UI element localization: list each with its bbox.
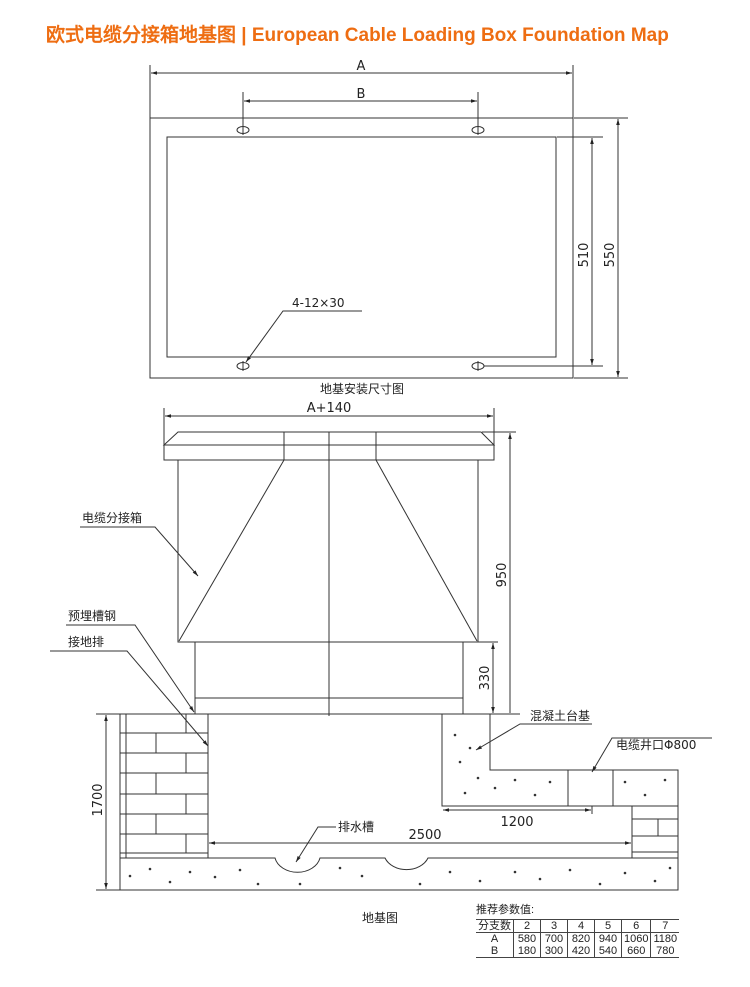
params-table-title: 推荐参数值: <box>476 904 535 916</box>
dim-510-label: 510 <box>577 243 592 268</box>
table-cell: 420 <box>567 945 595 958</box>
table-header-cell: 4 <box>567 919 595 933</box>
table-cell: A <box>490 933 499 945</box>
table-header-cell: 2 <box>513 919 541 933</box>
concrete-aggregate <box>128 733 672 886</box>
label-drain: 排水槽 <box>338 820 374 834</box>
plan-caption: 地基安装尺寸图 <box>320 381 404 396</box>
table-cell: 660 <box>620 945 651 958</box>
plan-view: A B 4-12×30 510 550 地基安装尺寸图 <box>149 59 628 396</box>
table-header-cell: 7 <box>650 919 680 933</box>
ground-slab <box>119 857 679 891</box>
table-cell: 1180 <box>650 932 680 945</box>
label-ground-bar: 接地排 <box>68 634 104 649</box>
table-cell: 700 <box>540 932 568 945</box>
label-concrete-base: 混凝土台基 <box>530 708 590 723</box>
table-header-row: 分支数 2 3 4 5 6 7 <box>476 919 680 933</box>
table-cell: 540 <box>594 945 622 958</box>
table-cell: B <box>476 945 514 958</box>
dim-b-label: B <box>357 87 366 102</box>
brick-wall-right <box>631 805 679 859</box>
mounting-holes <box>236 125 485 371</box>
dim-550-label: 550 <box>603 243 618 268</box>
table-header-cell: 分支数 <box>476 919 514 933</box>
table-cell: 300 <box>540 945 568 958</box>
label-cable-box: 电缆分接箱 <box>82 510 142 525</box>
params-table: 推荐参数值: 分支数 2 3 4 5 6 7 A 580 700 820 940… <box>476 901 680 958</box>
table-cell: 940 <box>594 932 622 945</box>
label-cable-well: 电缆井口Φ800 <box>616 738 696 752</box>
cable-box <box>162 431 496 716</box>
concrete-base <box>441 714 679 807</box>
label-channel-steel: 预埋槽钢 <box>68 609 116 623</box>
table-cell: 180 <box>513 945 541 958</box>
base-frame-outer <box>149 117 574 379</box>
dim-950-label: 950 <box>495 563 510 588</box>
table-header-cell: 5 <box>594 919 622 933</box>
table-header-cell: 3 <box>540 919 568 933</box>
base-frame-inner <box>166 136 557 358</box>
elevation-view: A+140 950 330 电缆分接箱 预埋槽钢 接地排 <box>50 401 712 925</box>
table-cell: 1060 <box>620 932 651 945</box>
table-row: A 580 700 820 940 1060 1180 <box>476 932 680 945</box>
dim-330-label: 330 <box>478 666 493 691</box>
table-cell: 580 <box>513 932 541 945</box>
brick-wall-left <box>119 713 209 859</box>
dim-width-label: A+140 <box>307 401 352 416</box>
table-cell: 820 <box>567 932 595 945</box>
dim-1200-label: 1200 <box>500 815 533 830</box>
table-cell: 780 <box>650 945 680 958</box>
holes-label: 4-12×30 <box>292 296 345 310</box>
dim-2500-label: 2500 <box>408 828 441 843</box>
dim-1700-label: 1700 <box>91 783 106 816</box>
dim-a-label: A <box>357 59 366 74</box>
page-title: 欧式电缆分接箱地基图 | European Cable Loading Box … <box>46 25 669 46</box>
elevation-caption: 地基图 <box>362 911 398 925</box>
table-header-cell: 6 <box>620 919 651 933</box>
table-row: B 180 300 420 540 660 780 <box>476 945 680 958</box>
